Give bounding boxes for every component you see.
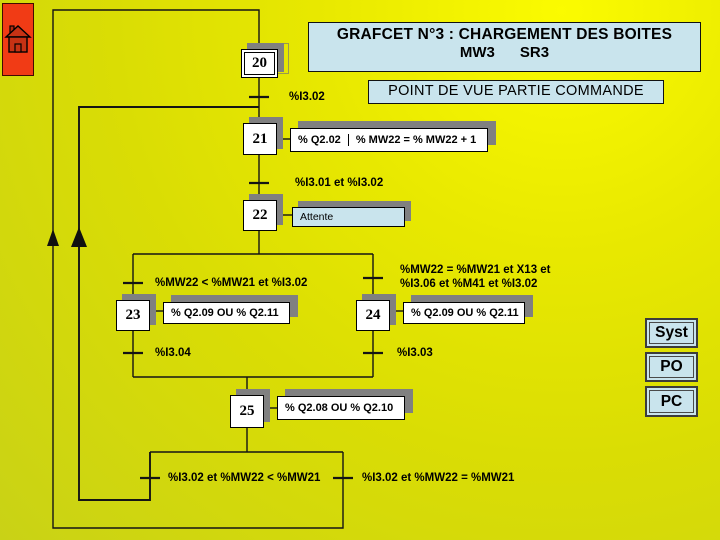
arrow-up-icon [71, 227, 87, 247]
nav-button-pc[interactable]: PC [645, 386, 698, 417]
transition-label-24-25: %I3.03 [397, 347, 433, 359]
transition-label-20-21: %I3.02 [289, 91, 325, 103]
action-step21-assignment: % MW22 = % MW22 + 1 [347, 134, 483, 146]
action-step25-label: % Q2.08 OU % Q2.10 [285, 402, 394, 414]
action-box-step24: % Q2.09 OU % Q2.11 [403, 302, 525, 324]
action-step23-label: % Q2.09 OU % Q2.11 [171, 307, 279, 319]
action-box-step22: Attente [292, 207, 405, 227]
step-20: 20 [241, 49, 278, 78]
action-step21-output: % Q2.02 [298, 134, 341, 146]
action-step24-label: % Q2.09 OU % Q2.11 [411, 307, 519, 319]
action-box-step23: % Q2.09 OU % Q2.11 [163, 302, 290, 324]
step-24-number: 24 [365, 307, 381, 323]
step-23-number: 23 [125, 307, 141, 323]
action-box-step21: % Q2.02 % MW22 = % MW22 + 1 [290, 128, 488, 152]
transition-label-22-24: %MW22 = %MW21 et X13 et %I3.06 et %M41 e… [400, 263, 551, 291]
step-23: 23 [116, 300, 150, 331]
transition-label-22-24-line2: %I3.06 et %M41 et %I3.02 [400, 278, 538, 290]
home-button[interactable] [2, 3, 34, 76]
step-25-number: 25 [239, 403, 255, 419]
nav-button-syst-label: Syst [655, 324, 688, 341]
home-icon [4, 24, 32, 53]
nav-button-syst[interactable]: Syst [645, 318, 698, 348]
slide-title: GRAFCET N°3 : CHARGEMENT DES BOITES [336, 26, 673, 43]
transition-label-21-22: %I3.01 et %I3.02 [295, 177, 384, 189]
step-20-number: 20 [244, 52, 275, 75]
step-21: 21 [243, 123, 277, 155]
nav-button-po[interactable]: PO [645, 352, 698, 382]
transition-label-back-21: %I3.02 et %MW22 < %MW21 [168, 472, 321, 484]
transition-label-23-25: %I3.04 [155, 347, 191, 359]
step-25: 25 [230, 395, 264, 428]
nav-button-po-label: PO [660, 358, 683, 375]
step-24: 24 [356, 300, 390, 331]
action-box-step25: % Q2.08 OU % Q2.10 [277, 396, 405, 420]
step-22: 22 [243, 200, 277, 231]
point-of-view-label: POINT DE VUE PARTIE COMMANDE [368, 80, 664, 104]
transition-label-back-20: %I3.02 et %MW22 = %MW21 [362, 472, 515, 484]
slide-title-line2: MW3 SR3 [459, 44, 550, 61]
transition-label-22-24-line1: %MW22 = %MW21 et X13 et [400, 264, 551, 276]
arrow-up-icon [47, 229, 59, 246]
step-22-number: 22 [252, 207, 268, 223]
nav-button-pc-label: PC [660, 392, 683, 410]
action-step22-label: Attente [300, 211, 334, 223]
title-box: GRAFCET N°3 : CHARGEMENT DES BOITES MW3 … [308, 22, 701, 72]
transition-label-22-23: %MW22 < %MW21 et %I3.02 [155, 277, 308, 289]
step-21-number: 21 [252, 130, 268, 147]
flow-loop-to-step21 [78, 106, 259, 501]
flow-loop-to-step20 [52, 9, 344, 529]
